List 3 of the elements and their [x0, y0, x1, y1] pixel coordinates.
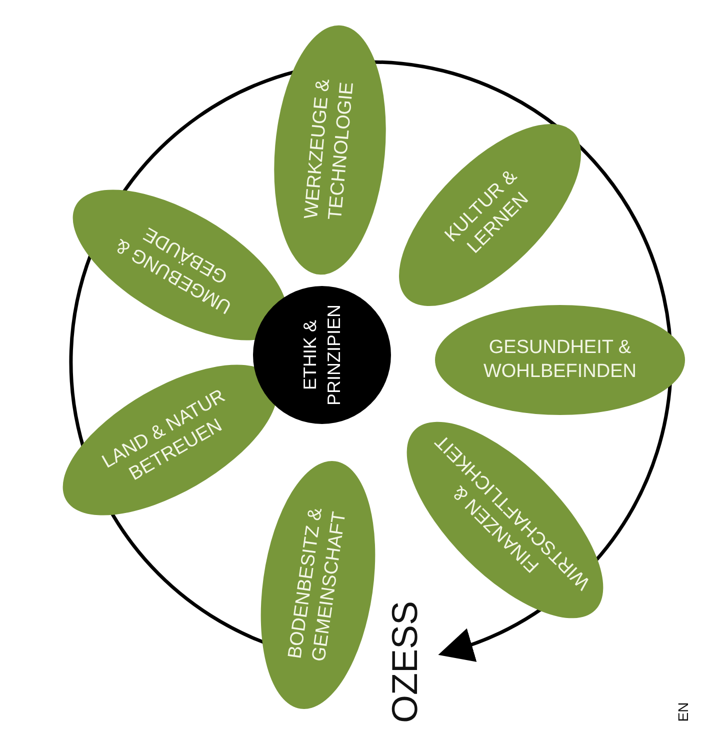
rotated-text: OZESS [384, 600, 426, 724]
rotated-text: EN [675, 702, 691, 722]
center-circle: ETHIK & PRINZIPIEN [253, 286, 391, 424]
